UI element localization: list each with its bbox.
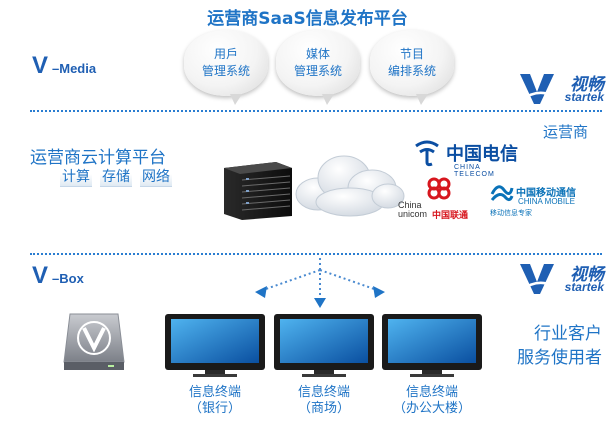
bubble-line2: 管理系统 bbox=[201, 64, 250, 78]
divider-bottom bbox=[30, 253, 602, 255]
monitor-bank-icon bbox=[165, 314, 265, 377]
caption-line1: 信息终端 bbox=[405, 385, 458, 400]
startek-logo-mark-icon bbox=[520, 264, 555, 294]
item-storage: 存储 bbox=[100, 166, 132, 187]
cloud-platform-items: 计算 存储 网络 bbox=[60, 166, 172, 187]
startek-logo-mark-icon bbox=[520, 74, 555, 104]
bubble-media-management: 媒体 管理系统 bbox=[276, 30, 360, 105]
unicom-en2: unicom bbox=[398, 209, 428, 219]
item-compute: 计算 bbox=[60, 166, 92, 187]
mobile-en: CHINA MOBILE bbox=[518, 197, 575, 206]
v-letter: V bbox=[32, 262, 49, 289]
monitor-caption-office: 信息终端 （办公大楼） bbox=[377, 385, 487, 417]
page-title: 运营商SaaS信息发布平台 bbox=[207, 9, 408, 29]
distribution-arrows bbox=[255, 258, 385, 308]
monitor-office-icon bbox=[382, 314, 482, 377]
bubble-user-management: 用戶 管理系统 bbox=[184, 30, 268, 105]
china-mobile-logo: 中国移动通信 CHINA MOBILE 移动信息专家 bbox=[488, 178, 588, 222]
operator-label: 运营商 bbox=[543, 123, 589, 141]
unicom-cn: 中国联通 bbox=[432, 210, 469, 220]
divider-top bbox=[30, 110, 602, 112]
bubble-program-scheduling: 节目 编排系统 bbox=[370, 30, 454, 105]
cloud-icon bbox=[295, 155, 405, 217]
bubble-line1: 用戶 bbox=[213, 47, 238, 61]
monitor-caption-mall: 信息终端 （商场） bbox=[269, 385, 379, 417]
server-rack-icon bbox=[224, 162, 292, 220]
item-network: 网络 bbox=[140, 166, 172, 187]
china-telecom-icon bbox=[415, 140, 439, 167]
v-media-text: –Media bbox=[52, 61, 97, 76]
arrow-down-icon bbox=[314, 298, 326, 308]
arrow-left-icon bbox=[255, 286, 267, 298]
mobile-slogan: 移动信息专家 bbox=[490, 210, 532, 217]
bubble-line2: 编排系统 bbox=[387, 64, 436, 78]
china-telecom-logo: 中国电信 CHINA TELECOM bbox=[412, 138, 522, 178]
v-media-label: V–Media bbox=[32, 52, 96, 80]
user-label-line2: 服务使用者 bbox=[517, 348, 602, 368]
industry-customer-label: 行业客户 服务使用者 bbox=[498, 322, 602, 370]
arrow-right-icon bbox=[373, 286, 385, 298]
monitor-mall-icon bbox=[274, 314, 374, 377]
unicom-en1: China bbox=[398, 200, 422, 210]
monitor-caption-bank: 信息终端 （银行） bbox=[160, 385, 270, 417]
cloud-platform-title: 运营商云计算平台 bbox=[30, 148, 166, 168]
bubble-line1: 节目 bbox=[399, 47, 424, 61]
telecom-cn: 中国电信 bbox=[446, 144, 518, 165]
brand-cn: 视畅 bbox=[570, 265, 604, 285]
china-unicom-icon bbox=[427, 177, 451, 200]
caption-line1: 信息终端 bbox=[188, 385, 241, 400]
telecom-en: CHINA TELECOM bbox=[454, 164, 495, 178]
v-box-label: V–Box bbox=[32, 262, 84, 290]
caption-line1: 信息终端 bbox=[297, 385, 350, 400]
brand-cn: 视畅 bbox=[570, 75, 604, 95]
brand-en: startek bbox=[564, 280, 604, 294]
caption-line2: （银行） bbox=[188, 401, 241, 416]
v-letter: V bbox=[32, 52, 49, 79]
china-unicom-logo: China unicom 中国联通 bbox=[398, 176, 478, 220]
bubble-line1: 媒体 bbox=[305, 47, 330, 61]
caption-line2: （办公大楼） bbox=[392, 401, 471, 416]
caption-line2: （商场） bbox=[297, 401, 350, 416]
brand-en: startek bbox=[564, 90, 604, 104]
user-label-line1: 行业客户 bbox=[534, 324, 602, 344]
startek-logo: 视畅 startek bbox=[516, 68, 608, 108]
mobile-cn: 中国移动通信 bbox=[516, 188, 576, 199]
bubble-line2: 管理系统 bbox=[293, 64, 342, 78]
v-box-device-icon bbox=[63, 313, 125, 370]
v-box-text: –Box bbox=[52, 271, 84, 286]
china-mobile-icon bbox=[490, 185, 514, 202]
startek-logo-bottom: 视畅 startek bbox=[516, 258, 608, 298]
